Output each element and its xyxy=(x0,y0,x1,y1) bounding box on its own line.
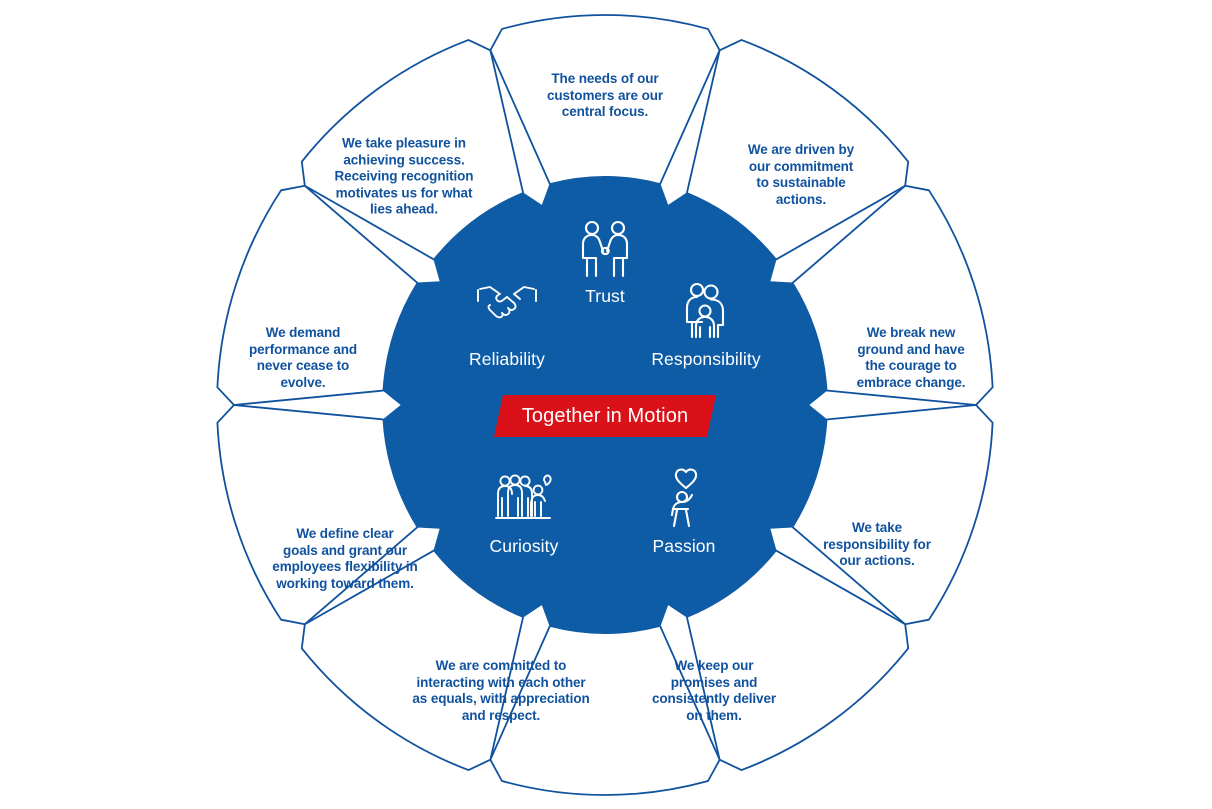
segment-text-recognition: We take pleasure in achieving success. R… xyxy=(334,135,474,217)
core-value-passion: Passion xyxy=(599,468,769,556)
segment-text-performance: We demand performance and never cease to… xyxy=(248,324,358,390)
segment-text-accountability: We take responsibility for our actions. xyxy=(823,520,931,569)
segment-text-promises: We keep our promises and consistently de… xyxy=(651,657,777,723)
core-value-label: Passion xyxy=(652,536,716,556)
person-with-heart-icon xyxy=(599,468,769,530)
group-raising-idea-icon xyxy=(439,468,609,530)
handshake-icon xyxy=(422,281,592,343)
family-icon xyxy=(621,281,791,343)
core-value-reliability: Reliability xyxy=(422,281,592,369)
slogan-banner-shape xyxy=(494,395,716,437)
segment-text-innovation: We break new ground and have the courage… xyxy=(856,324,966,390)
segment-text-customer-focus: The needs of our customers are our centr… xyxy=(546,71,664,120)
slogan-banner: Together in Motion xyxy=(494,395,716,437)
segment-text-clear-goals: We define clear goals and grant our empl… xyxy=(272,525,418,591)
core-value-trust: Trust xyxy=(520,218,690,306)
segment-text-sustainability: We are driven by our commitment to susta… xyxy=(747,141,855,207)
core-value-label: Curiosity xyxy=(489,536,559,556)
segment-text-equality: We are committed to interacting with eac… xyxy=(412,657,590,723)
core-value-label: Responsibility xyxy=(651,349,761,369)
core-value-label: Reliability xyxy=(469,349,545,369)
core-value-responsibility: Responsibility xyxy=(621,281,791,369)
handshake-two-people-icon xyxy=(520,218,690,280)
core-value-curiosity: Curiosity xyxy=(439,468,609,556)
slogan-text: Together in Motion xyxy=(521,405,689,427)
core-value-label: Trust xyxy=(585,286,625,306)
